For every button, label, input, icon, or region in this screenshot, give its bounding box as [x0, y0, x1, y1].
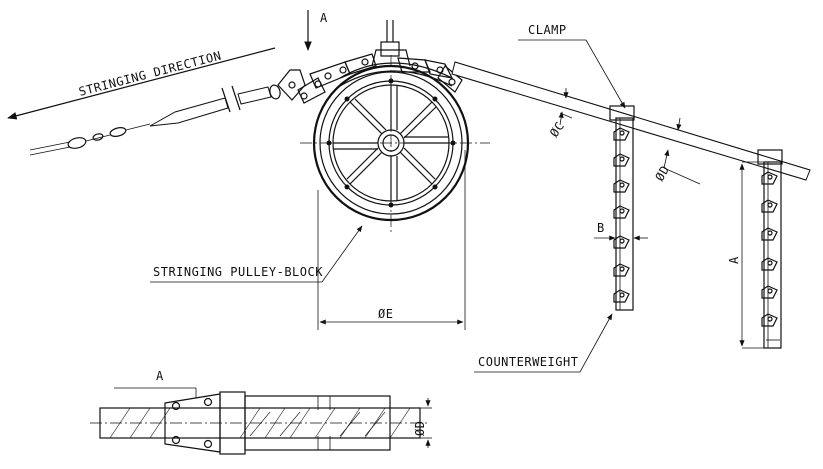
stringing-direction: STRINGING DIRECTION	[7, 47, 276, 120]
dim-b: B	[594, 221, 648, 241]
dim-c-label: ØC	[547, 119, 567, 140]
stringing-direction-label: STRINGING DIRECTION	[77, 49, 223, 99]
dim-a-label: A	[727, 256, 741, 264]
cable-sock	[149, 84, 281, 127]
counterweight-left	[609, 105, 635, 311]
dim-b-label: B	[597, 221, 605, 235]
counterweight-label-group: COUNTERWEIGHT	[474, 313, 613, 373]
clamp-label-group: CLAMP	[518, 23, 626, 109]
rope-right	[451, 61, 811, 181]
dim-a: A	[727, 161, 766, 349]
dim-e: ØE	[317, 150, 466, 330]
counterweight-label: COUNTERWEIGHT	[478, 355, 578, 369]
stringing-pulley-block-label: STRINGING PULLEY-BLOCK	[153, 265, 323, 279]
dim-d-section-label: ØD	[413, 421, 427, 436]
pulley-chain-right	[397, 57, 463, 93]
connector-chain	[277, 53, 377, 104]
view-marker-a-bottom-label: A	[156, 369, 164, 383]
conductor-left	[29, 123, 151, 156]
clamp-label: CLAMP	[528, 23, 567, 37]
section-view-a: A ØD	[90, 369, 432, 455]
pulley-block	[300, 20, 490, 235]
counterweight-right	[757, 149, 783, 349]
pulley-label-group: STRINGING PULLEY-BLOCK	[150, 225, 363, 283]
dim-d: ØD	[652, 117, 701, 185]
view-marker-a-top: A	[304, 10, 328, 51]
dim-d-label: ØD	[652, 163, 672, 183]
dim-e-label: ØE	[378, 307, 393, 321]
view-marker-a-top-label: A	[320, 11, 328, 25]
